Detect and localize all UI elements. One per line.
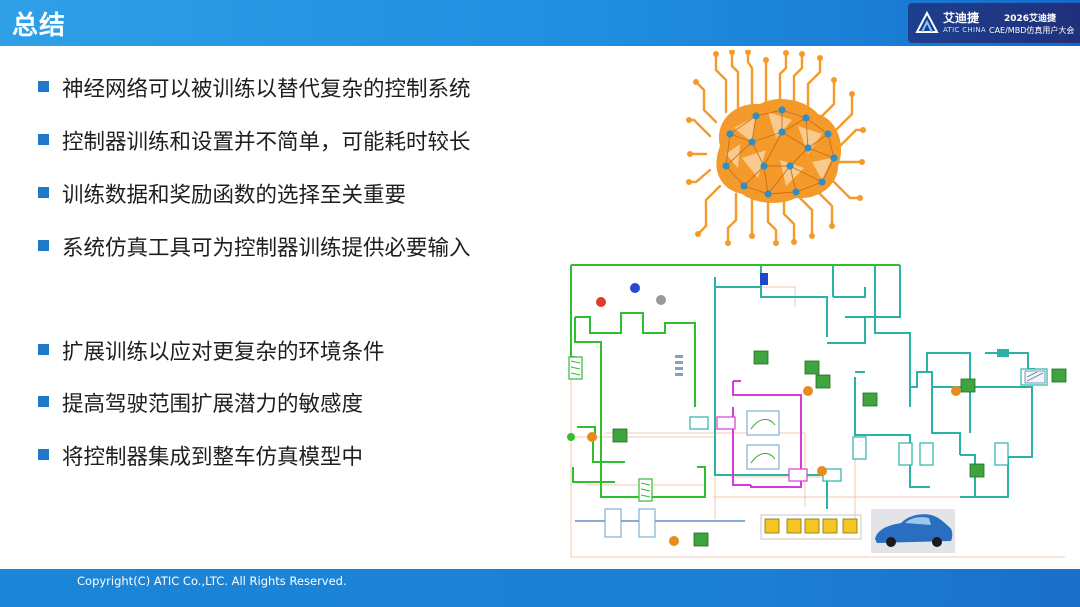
bullet-text: 系统仿真工具可为控制器训练提供必要输入	[62, 236, 471, 261]
atic-logo-icon	[915, 10, 939, 33]
bullet-text: 神经网络可以被训练以替代复杂的控制系统	[62, 77, 471, 102]
square-bullet-icon	[38, 81, 49, 92]
brand-badge: 艾迪捷 ATIC CHINA 2026艾迪捷 CAE/MBD仿真用户大会	[908, 3, 1080, 43]
bullet-text: 提高驾驶范围扩展潜力的敏感度	[62, 392, 364, 417]
bullet-text: 控制器训练和设置并不简单，可能耗时较长	[62, 130, 471, 155]
square-bullet-icon	[38, 396, 49, 407]
brand-name-en: ATIC CHINA	[943, 26, 986, 34]
copyright-text: Copyright(C) ATIC Co.,LTC. All Rights Re…	[77, 574, 347, 588]
bullet-text: 训练数据和奖励函数的选择至关重要	[62, 183, 407, 208]
bullet-text: 将控制器集成到整车仿真模型中	[62, 445, 364, 470]
square-bullet-icon	[38, 344, 49, 355]
square-bullet-icon	[38, 240, 49, 251]
bullet-text: 扩展训练以应对更复杂的环境条件	[62, 340, 385, 365]
slide-header: 总结 艾迪捷 ATIC CHINA 2026艾迪捷 CAE/MBD仿真用户大会	[0, 0, 1080, 46]
system-simulation-schematic	[565, 257, 1080, 563]
square-bullet-icon	[38, 449, 49, 460]
brand-event-subtitle: CAE/MBD仿真用户大会	[989, 26, 1075, 35]
slide-footer: Copyright(C) ATIC Co.,LTC. All Rights Re…	[0, 569, 1080, 607]
slide-title: 总结	[12, 11, 67, 41]
square-bullet-icon	[38, 134, 49, 145]
square-bullet-icon	[38, 187, 49, 198]
brand-event-title: 2026艾迪捷	[1004, 14, 1057, 24]
brand-name: 艾迪捷	[943, 11, 980, 25]
car-icon	[871, 509, 955, 553]
neural-brain-icon	[686, 50, 866, 246]
